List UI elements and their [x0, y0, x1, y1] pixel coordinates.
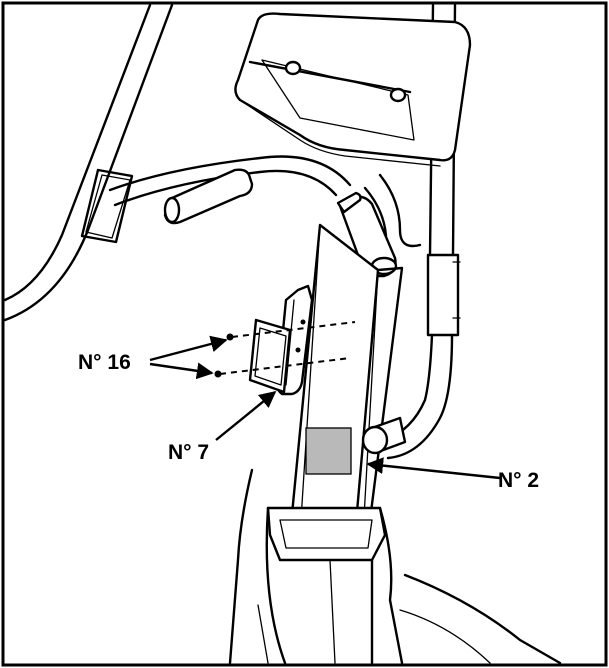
- base: [228, 468, 562, 665]
- console: [234, 12, 472, 167]
- arrow-screw-lower: [149, 362, 214, 380]
- arrow-mast: [366, 457, 501, 480]
- sticker: [305, 427, 352, 475]
- label-bracket: N° 7: [168, 441, 209, 464]
- front-handlebar: [108, 155, 422, 278]
- label-mast: N° 2: [498, 469, 539, 492]
- screws: [214, 333, 234, 378]
- arrow-bracket: [215, 390, 277, 441]
- bracket: [248, 284, 314, 396]
- left-handrail: [3, 3, 174, 322]
- arrow-screw-upper: [149, 335, 228, 362]
- alignment-line-upper: [231, 321, 356, 338]
- side-knob: [361, 416, 407, 455]
- label-screws: N° 16: [78, 351, 131, 374]
